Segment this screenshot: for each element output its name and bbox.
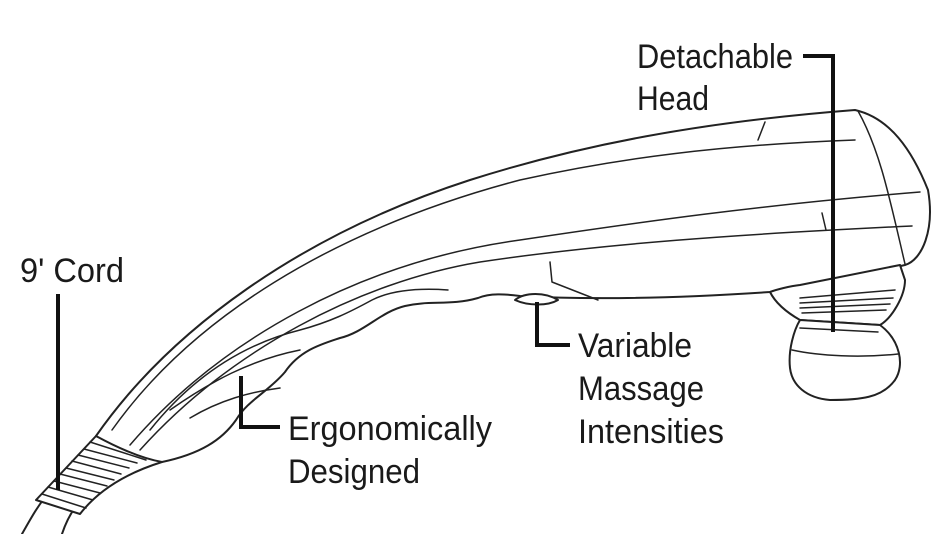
leader-line-ergonomic [239, 376, 280, 429]
label-detachable-head-line2: Head [637, 80, 709, 118]
label-variable: Variable [578, 327, 692, 365]
label-detachable-head: Detachable [637, 38, 793, 76]
callout-detachable-head: Detachable Head [637, 38, 835, 332]
intensity-dial [514, 293, 559, 306]
grip-contours [149, 288, 449, 431]
head-neck [769, 264, 906, 326]
callout-ergonomic: Ergonomically Designed [239, 376, 492, 491]
massager-handle [95, 109, 931, 463]
label-designed: Designed [288, 453, 420, 491]
leader-line-intensities [535, 302, 570, 347]
label-ergonomically: Ergonomically [288, 410, 492, 448]
detachable-head [788, 319, 901, 401]
callout-cord: 9' Cord [20, 252, 124, 490]
callout-massage-intensities: Variable Massage Intensities [535, 302, 724, 451]
label-intensities: Intensities [578, 413, 724, 451]
label-cord: 9' Cord [20, 252, 124, 290]
leader-line-head [803, 54, 835, 332]
label-massage: Massage [578, 370, 704, 408]
